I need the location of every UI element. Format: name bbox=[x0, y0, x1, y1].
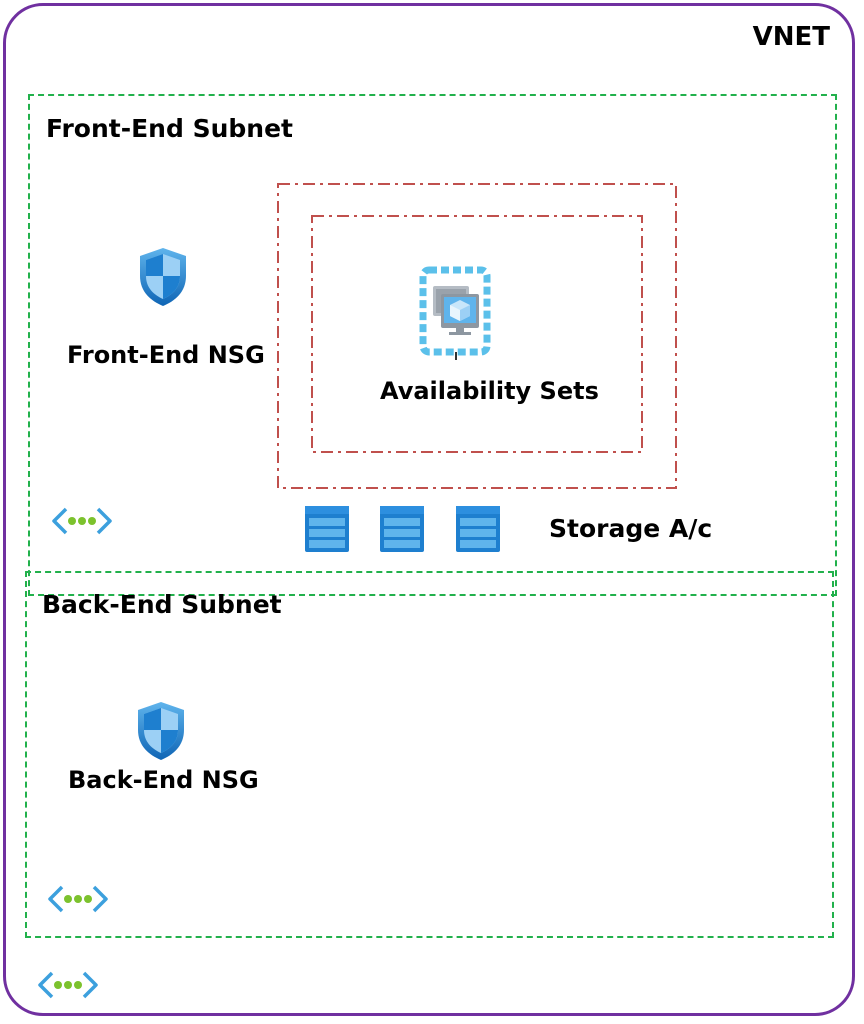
vnet-container bbox=[3, 3, 855, 1016]
vnet-icon bbox=[52, 506, 112, 536]
back-end-subnet-box bbox=[25, 571, 834, 938]
outer-availability-frame bbox=[277, 183, 677, 489]
storage-account-icon bbox=[305, 506, 349, 552]
availability-sets-label: Availability Sets bbox=[380, 377, 599, 405]
vnet-icon bbox=[38, 970, 98, 1000]
front-end-subnet-box bbox=[28, 94, 837, 596]
back-end-nsg-label: Back-End NSG bbox=[68, 766, 259, 794]
storage-account-label: Storage A/c bbox=[549, 514, 713, 543]
shield-icon bbox=[135, 700, 187, 762]
back-end-subnet-label: Back-End Subnet bbox=[42, 590, 282, 619]
vnet-icon bbox=[48, 884, 108, 914]
inner-availability-frame bbox=[311, 215, 643, 453]
vnet-label: VNET bbox=[752, 22, 830, 52]
front-end-subnet-label: Front-End Subnet bbox=[46, 114, 293, 143]
storage-account-icon bbox=[380, 506, 424, 552]
shield-icon bbox=[137, 246, 189, 308]
front-end-nsg-label: Front-End NSG bbox=[67, 341, 265, 369]
availability-set-icon bbox=[419, 266, 493, 362]
storage-account-icon bbox=[456, 506, 500, 552]
